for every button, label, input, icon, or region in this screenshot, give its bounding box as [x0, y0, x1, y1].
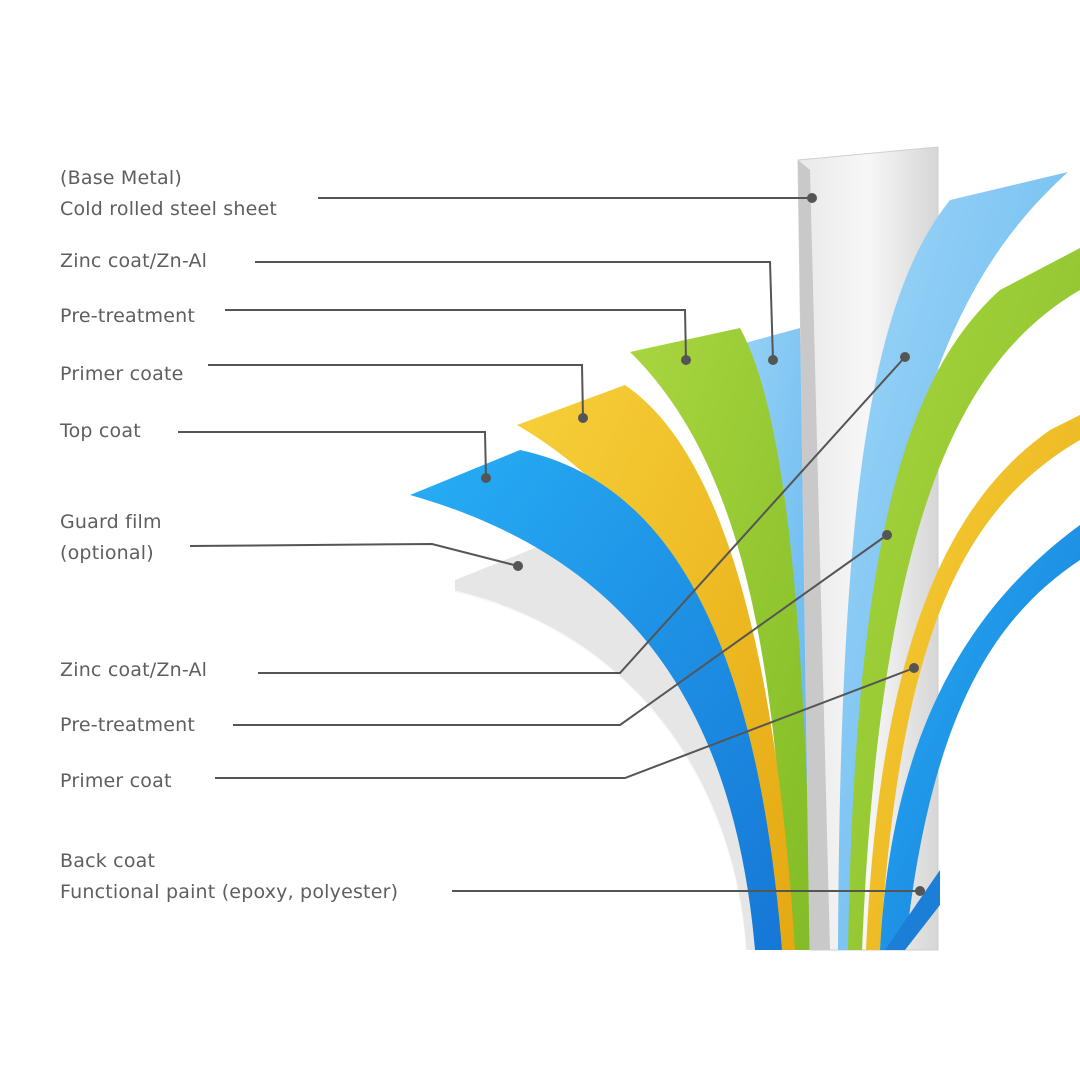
label-base-metal-line2: Cold rolled steel sheet [60, 198, 278, 220]
leader-lines [178, 197, 920, 892]
label-base-metal-line1: (Base Metal) [60, 167, 182, 189]
label-pretreatment-bottom: Pre-treatment [60, 714, 195, 736]
leader-pretreat-top [225, 309, 687, 361]
leader-guard [189, 542, 519, 567]
label-top-coat: Top coat [60, 420, 141, 442]
yellow-layer-right [866, 415, 1080, 950]
label-guard-film: Guard film (optional) [60, 507, 162, 569]
leader-dots [481, 193, 925, 896]
leader-top-coat [178, 431, 487, 479]
dot-pretreat-bottom [882, 530, 892, 540]
dot-base-metal [807, 193, 817, 203]
dot-guard [513, 561, 523, 571]
green-layer-right [848, 248, 1080, 950]
dot-primer-bottom [909, 663, 919, 673]
green-layer-left [630, 328, 812, 950]
label-guard-film-line2: (optional) [60, 542, 154, 564]
back-coat-block [885, 870, 940, 950]
leader-primer-bottom [215, 667, 915, 779]
white-edge-left [454, 590, 747, 951]
dot-zinc-top [768, 355, 778, 365]
label-primer-coat-bottom: Primer coat [60, 770, 172, 792]
dot-zinc-bottom [900, 352, 910, 362]
dot-top-coat [481, 473, 491, 483]
label-back-coat-line2: Functional paint (epoxy, polyester) [60, 881, 399, 903]
label-base-metal: (Base Metal) Cold rolled steel sheet [60, 163, 277, 225]
blue-back-coat-layer [880, 525, 1080, 950]
steel-sheet-side [798, 160, 830, 950]
label-guard-film-line1: Guard film [60, 511, 162, 533]
leader-pretreat-bottom [233, 534, 888, 726]
leader-zinc-top [255, 261, 774, 361]
leader-primer-top [208, 364, 584, 419]
label-zinc-coat-top: Zinc coat/Zn-Al [60, 250, 208, 272]
label-zinc-coat-bottom: Zinc coat/Zn-Al [60, 659, 208, 681]
label-back-coat-line1: Back coat [60, 850, 156, 872]
dot-primer-top [578, 413, 588, 423]
label-pretreatment-top: Pre-treatment [60, 305, 195, 327]
label-primer-coat-top: Primer coate [60, 363, 184, 385]
dot-back-coat [915, 886, 925, 896]
blue-top-coat-layer [410, 450, 782, 950]
label-back-coat: Back coat Functional paint (epoxy, polye… [60, 846, 398, 908]
leader-zinc-bottom [258, 356, 906, 674]
dot-pretreat-top [681, 355, 691, 365]
